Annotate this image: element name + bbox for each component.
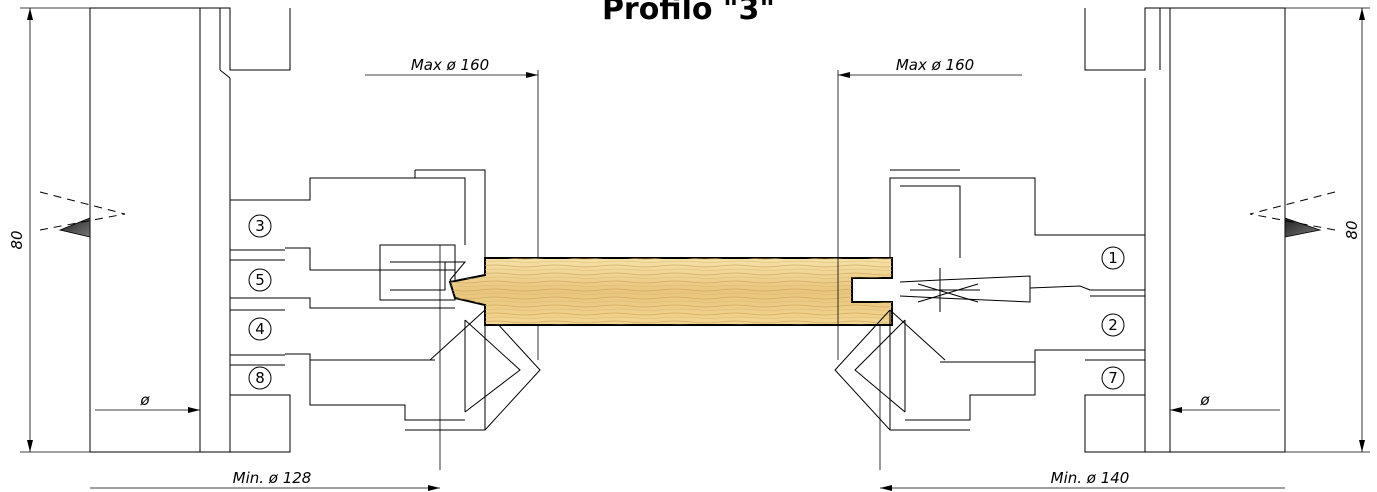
min-left-label: Min. ø 128 [233,469,312,487]
cutter-label: 4 [255,320,265,338]
wood-workpiece [448,257,893,326]
cutter-label: 5 [255,271,265,289]
cutter-label: 1 [1108,249,1118,267]
height-left-label: 80 [8,230,26,249]
drawing-title: Profilo "3" [601,0,776,27]
bore-left-label: ø [139,391,150,409]
bore-right-label: ø [1199,391,1210,409]
max-left-label: Max ø 160 [411,56,489,74]
left-spindle [39,7,541,470]
cutter-label: 2 [1108,316,1118,334]
left-dimensions: 80 ø Max ø 160 Min. ø 128 [8,7,539,491]
right-cutter-labels: 1 2 7 [1101,246,1125,390]
height-right-label: 80 [1343,220,1361,239]
right-spindle [834,7,1336,470]
left-cutter-labels: 3 5 4 8 [248,214,272,390]
cutter-label: 3 [255,217,265,235]
right-dimensions: 80 ø Max ø 160 Min. ø 140 [837,7,1370,491]
max-right-label: Max ø 160 [896,56,974,74]
cutter-label: 7 [1108,369,1118,387]
min-right-label: Min. ø 140 [1051,469,1130,487]
cutter-label: 8 [255,369,265,387]
